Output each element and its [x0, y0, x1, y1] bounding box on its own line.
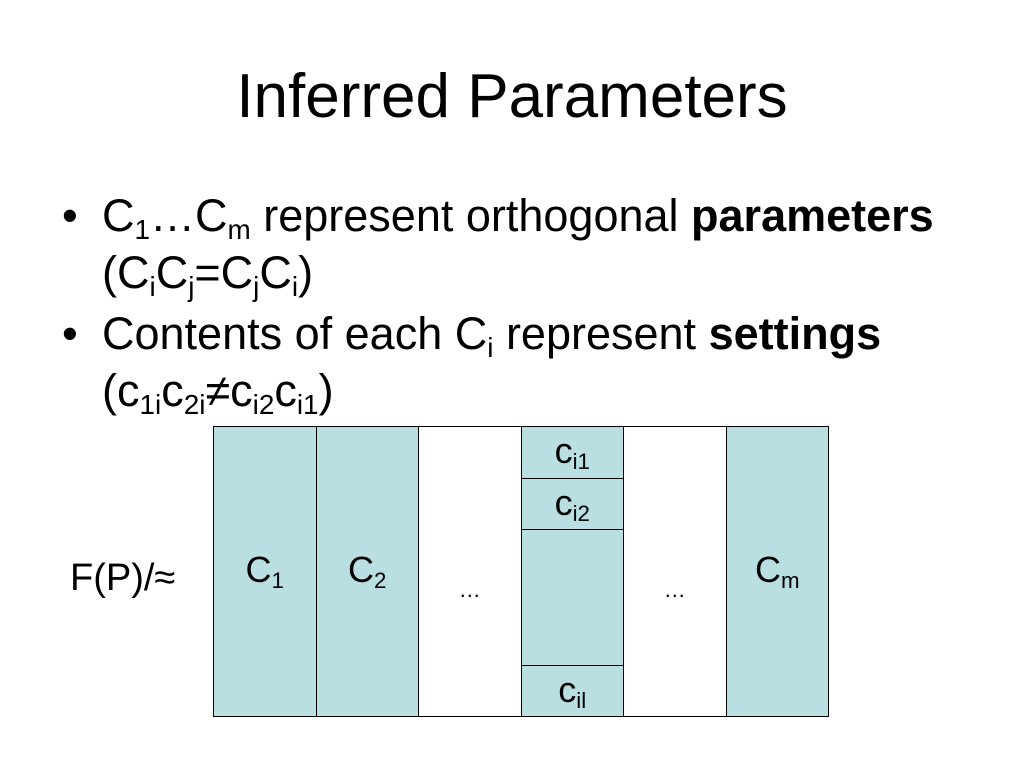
bullet-2-line-2: (c1ic2i≠ci2ci1) — [102, 362, 334, 419]
setting-cell-cil: cil — [521, 665, 623, 716]
subscript-text: i2 — [252, 388, 275, 420]
text-run: ) — [298, 247, 314, 298]
setting-cell-ci2: ci2 — [521, 478, 623, 529]
setting-label: ci2 — [554, 481, 590, 526]
text-run: =C — [194, 247, 254, 298]
text-run: ) — [318, 365, 334, 416]
column-c1: C1 — [214, 427, 316, 716]
subscript-text: j — [188, 270, 195, 302]
bold-text: settings — [708, 308, 882, 359]
column-c2: C2 — [315, 427, 418, 716]
slide-title: Inferred Parameters — [236, 62, 788, 131]
text-run: Contents of each C — [102, 308, 488, 359]
subscript-text: il — [576, 687, 587, 713]
subscript-text: i1 — [296, 388, 319, 420]
text-run: C — [245, 549, 272, 591]
subscript-text: m — [227, 213, 251, 245]
text-run: c — [558, 668, 577, 710]
text-run: (c — [102, 365, 140, 416]
row-label: F(P)/≈ — [70, 557, 176, 599]
text-run: ≠c — [205, 365, 253, 416]
setting-cell-ci1: ci1 — [522, 427, 624, 478]
bullet-2-line-1: Contents of each Ci represent settings — [102, 305, 881, 362]
ellipsis-label: … — [458, 576, 481, 602]
column-ellipsis: … — [623, 427, 726, 716]
column-label: C1 — [246, 550, 284, 593]
subscript-text: 1i — [139, 388, 162, 420]
subscript-text: 1 — [134, 213, 151, 245]
column-cm: Cm — [725, 427, 828, 716]
subscript-text: i — [149, 270, 156, 302]
text-run: C — [259, 247, 292, 298]
bullet-marker: • — [62, 308, 78, 359]
subscript-text: i — [487, 331, 494, 363]
subscript-text: j — [253, 270, 260, 302]
text-run: … — [458, 576, 481, 602]
subscript-text: i2 — [572, 500, 590, 526]
subscript-text: i1 — [572, 449, 590, 475]
subscript-text: 2 — [374, 568, 387, 594]
subscript-text: 2i — [183, 388, 206, 420]
parameter-table: C1 C2 … ci1 ci2 cil … Cm — [213, 426, 829, 717]
column-ellipsis: … — [418, 427, 521, 716]
text-run: c — [161, 365, 184, 416]
setting-label: cil — [558, 668, 587, 713]
ellipsis-label: … — [663, 576, 686, 602]
column-label: C2 — [348, 550, 386, 593]
text-run: c — [554, 481, 573, 523]
bullet-marker: • — [62, 190, 78, 241]
text-run: (C — [102, 247, 150, 298]
subscript-text: 1 — [271, 568, 284, 594]
text-run: C — [155, 247, 189, 298]
text-run: c — [274, 365, 297, 416]
text-run: c — [554, 430, 573, 472]
text-run: represent orthogonal — [250, 190, 692, 241]
bullet-1-line-2: (CiCj=CjCi) — [102, 244, 313, 301]
column-label: Cm — [755, 550, 800, 593]
setting-cell-empty — [521, 529, 623, 665]
text-run: C — [102, 190, 135, 241]
text-run: … — [663, 576, 686, 602]
subscript-text: m — [780, 568, 800, 594]
bold-text: parameters — [691, 190, 934, 241]
text-run: C — [348, 549, 375, 591]
subscript-text: i — [291, 270, 299, 302]
setting-label: ci1 — [555, 431, 590, 474]
text-run: …C — [150, 190, 228, 241]
column-ci: ci1 ci2 cil — [520, 427, 624, 716]
text-run: represent — [493, 308, 709, 359]
text-run: C — [754, 549, 781, 591]
bullet-1-line-1: C1…Cm represent orthogonal parameters — [102, 187, 934, 244]
